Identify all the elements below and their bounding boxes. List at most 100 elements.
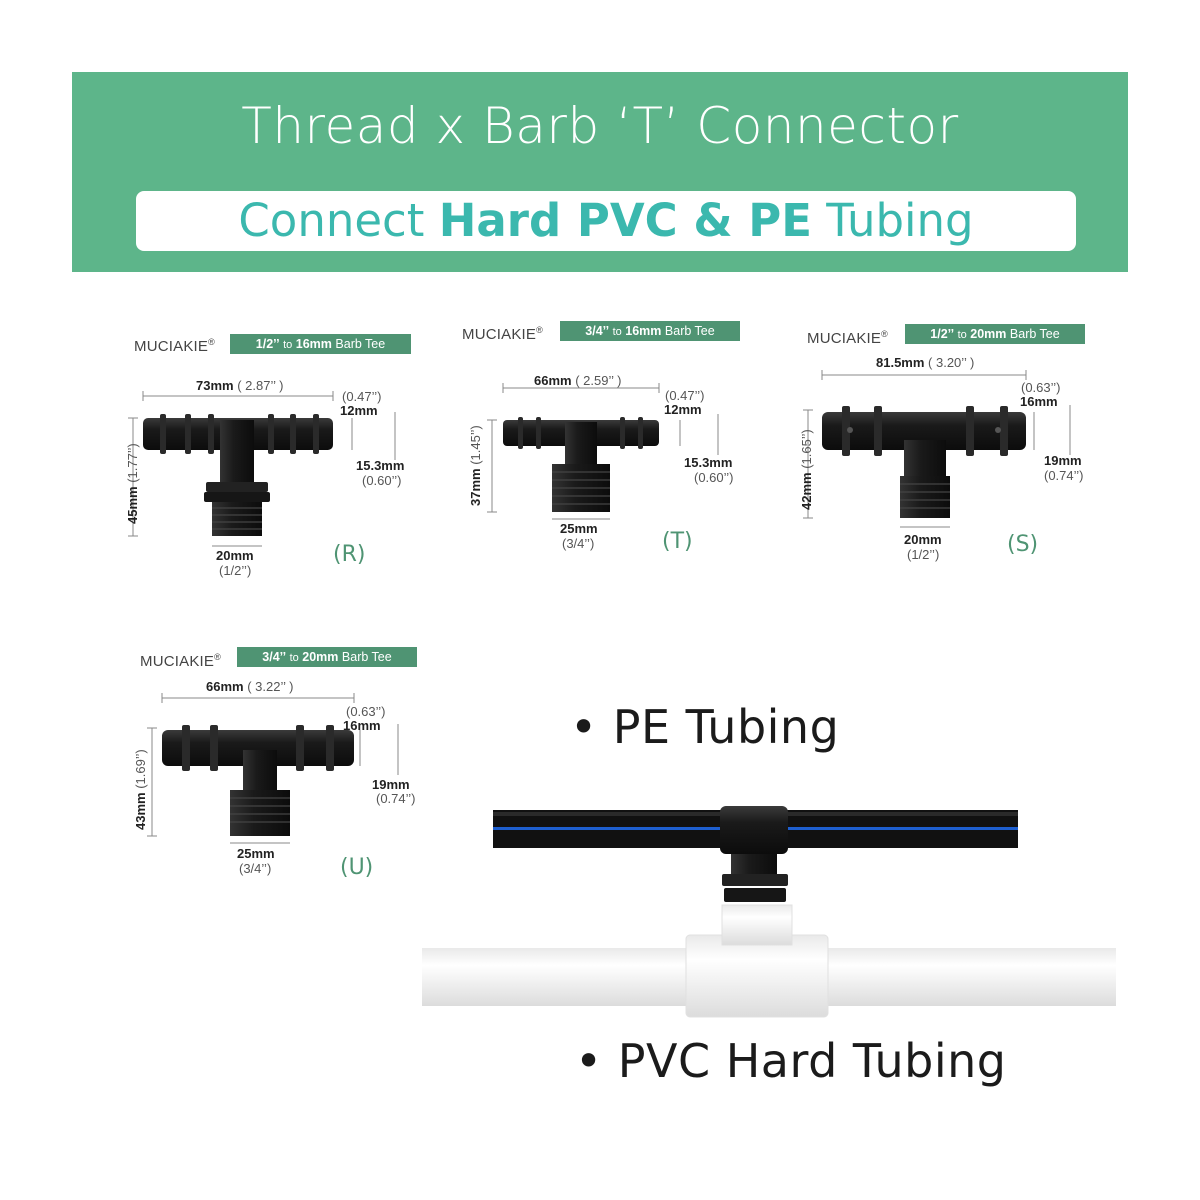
- height-mm: 42mm: [799, 472, 814, 510]
- side-in: (0.74’’): [376, 791, 416, 806]
- width-dimension: 81.5mm ( 3.20’’ ): [876, 356, 974, 370]
- tag-thread: 1/2’’: [930, 327, 955, 341]
- thread-mm: 20mm: [904, 532, 942, 547]
- side-mm: 15.3mm: [356, 458, 405, 473]
- thread-mm: 20mm: [216, 548, 254, 563]
- height-in: (1.45’’): [468, 425, 483, 465]
- pvc-tubing-label: • PVC Hard Tubing: [575, 1034, 1007, 1088]
- width-mm: 73mm: [196, 378, 234, 393]
- brand-label: MUCIAKIE®: [462, 325, 543, 343]
- width-mm: 66mm: [534, 373, 572, 388]
- barb-dimension-in: (0.63’’): [1021, 381, 1061, 395]
- side-mm: 19mm: [1044, 453, 1082, 468]
- width-in: ( 3.20’’ ): [928, 355, 975, 370]
- product-tag: 1/2’’ to 16mm Barb Tee: [230, 334, 411, 354]
- height-dimension: 37mm (1.45’’): [468, 425, 483, 506]
- barb-in: (0.47’’): [665, 388, 705, 403]
- width-mm: 81.5mm: [876, 355, 925, 370]
- tag-to: to: [289, 652, 299, 664]
- connector-installed: [720, 806, 788, 902]
- side-dimension-mm: 19mm: [1044, 454, 1082, 468]
- subtitle-post: Tubing: [811, 194, 974, 247]
- thread-in: (1/2’’): [219, 563, 252, 578]
- thread-mm: 25mm: [237, 846, 275, 861]
- barb-dimension-in: (0.47’’): [665, 389, 705, 403]
- side-dimension-in: (0.60’’): [694, 471, 734, 485]
- tag-barb: 20mm: [302, 650, 339, 664]
- height-mm: 43mm: [133, 792, 148, 830]
- variant-letter: (S): [1007, 532, 1039, 557]
- tee-fitting-t: [487, 383, 719, 520]
- barb-dimension-mm: 12mm: [340, 404, 378, 418]
- brand-label: MUCIAKIE®: [140, 652, 221, 670]
- tee-fitting-r: [128, 391, 396, 547]
- thread-dimension-in: (3/4’’): [562, 537, 594, 551]
- barb-mm: 16mm: [343, 718, 381, 733]
- product-tag: 3/4’’ to 20mm Barb Tee: [237, 647, 417, 667]
- thread-dimension-in: (3/4’’): [239, 862, 271, 876]
- height-in: (1.65’’): [799, 429, 814, 469]
- brand-text: MUCIAKIE: [140, 653, 215, 670]
- thread-mm: 25mm: [560, 521, 598, 536]
- brand-label: MUCIAKIE®: [807, 329, 888, 347]
- registered-mark: ®: [214, 652, 221, 662]
- subtitle-bold: Hard PVC & PE: [438, 194, 812, 247]
- tee-fitting-s: [803, 370, 1071, 528]
- barb-mm: 12mm: [664, 402, 702, 417]
- tag-to: to: [612, 326, 622, 338]
- barb-in: (0.47’’): [342, 389, 382, 404]
- barb-in: (0.63’’): [346, 704, 386, 719]
- barb-dimension-mm: 16mm: [343, 719, 381, 733]
- tag-to: to: [957, 329, 967, 341]
- width-mm: 66mm: [206, 679, 244, 694]
- tag-type: Barb Tee: [664, 324, 715, 338]
- page-subtitle: Connect Hard PVC & PE Tubing: [136, 191, 1076, 251]
- tag-barb: 16mm: [625, 324, 662, 338]
- subtitle-pre: Connect: [238, 194, 439, 247]
- thread-dimension-in: (1/2’’): [219, 564, 251, 578]
- tag-thread: 1/2’’: [255, 337, 280, 351]
- variant-letter: (T): [662, 529, 693, 554]
- thread-in: (3/4’’): [239, 861, 272, 876]
- brand-text: MUCIAKIE: [134, 338, 209, 355]
- product-tag: 3/4’’ to 16mm Barb Tee: [560, 321, 740, 341]
- tee-fitting-u: [147, 693, 399, 844]
- width-in: ( 2.59’’ ): [575, 373, 622, 388]
- tag-type: Barb Tee: [341, 650, 392, 664]
- side-in: (0.60’’): [362, 473, 402, 488]
- pe-tubing-label: • PE Tubing: [570, 700, 840, 754]
- tag-barb: 16mm: [295, 337, 332, 351]
- pvc-pipe-drawing: [422, 904, 1116, 1018]
- side-mm: 19mm: [372, 777, 410, 792]
- tag-thread: 3/4’’: [585, 324, 610, 338]
- registered-mark: ®: [536, 325, 543, 335]
- height-dimension: 42mm (1.65’’): [799, 429, 814, 510]
- barb-dimension-mm: 12mm: [664, 403, 702, 417]
- product-tag: 1/2’’ to 20mm Barb Tee: [905, 324, 1085, 344]
- tag-type: Barb Tee: [1009, 327, 1060, 341]
- side-dimension-mm: 15.3mm: [356, 459, 404, 473]
- barb-mm: 12mm: [340, 403, 378, 418]
- thread-in: (1/2’’): [907, 547, 940, 562]
- width-dimension: 66mm ( 2.59’’ ): [534, 374, 621, 388]
- brand-text: MUCIAKIE: [462, 326, 537, 343]
- height-dimension: 45mm (1.77’’): [125, 443, 140, 524]
- barb-dimension-mm: 16mm: [1020, 395, 1058, 409]
- width-dimension: 73mm ( 2.87’’ ): [196, 379, 283, 393]
- page-title: Thread x Barb ‘T’ Connector: [241, 97, 959, 155]
- height-mm: 45mm: [125, 486, 140, 524]
- thread-dimension-mm: 20mm: [216, 549, 254, 563]
- barb-dimension-in: (0.47’’): [342, 390, 382, 404]
- width-in: ( 3.22’’ ): [247, 679, 294, 694]
- height-in: (1.69’’): [133, 749, 148, 789]
- registered-mark: ®: [881, 329, 888, 339]
- barb-in: (0.63’’): [1021, 380, 1061, 395]
- side-in: (0.60’’): [694, 470, 734, 485]
- tag-to: to: [283, 339, 293, 351]
- variant-letter: (U): [340, 855, 374, 880]
- height-in: (1.77’’): [125, 443, 140, 483]
- side-dimension-in: (0.60’’): [362, 474, 402, 488]
- thread-in: (3/4’’): [562, 536, 595, 551]
- side-dimension-in: (0.74’’): [376, 792, 416, 806]
